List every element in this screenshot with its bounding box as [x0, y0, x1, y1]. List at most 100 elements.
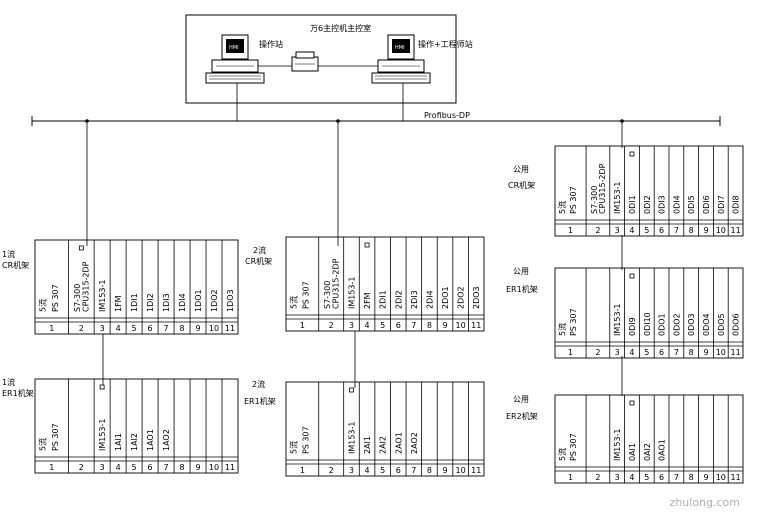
rack-frame: [34, 239, 239, 335]
module-label: 0DI10: [643, 312, 652, 336]
ps-label: 5流: [38, 438, 48, 451]
workstation-2: HMI 操作+工程师站: [371, 34, 473, 84]
slot-number: 1: [300, 466, 305, 475]
module-label: 1DO1: [194, 289, 203, 312]
slot-number: 7: [674, 348, 679, 357]
slot-number: 5: [132, 463, 137, 472]
rack-frame: [34, 378, 239, 474]
slot-number: 5: [380, 321, 385, 330]
slot-number: 3: [349, 466, 354, 475]
slot-number: 8: [180, 324, 185, 333]
slot-number: 8: [427, 321, 432, 330]
hmi-label-1: HMI: [229, 45, 239, 51]
keyboard-1: [205, 72, 265, 84]
rack-frame: [554, 394, 744, 484]
slot-number: 5: [644, 473, 649, 482]
module-label: 2AI1: [363, 436, 372, 454]
ps-label: 5流: [557, 323, 567, 336]
slot-number: 10: [716, 226, 726, 235]
module-label: 0DI5: [687, 195, 696, 214]
module-label: 0DI6: [702, 195, 711, 214]
slot-number: 9: [442, 466, 447, 475]
rack-title-line2: ER1机架: [2, 388, 34, 398]
slot-number: 6: [659, 473, 664, 482]
profibus-connector: [364, 242, 370, 248]
module-label: 1AI1: [114, 433, 123, 451]
module-label: 2DI2: [394, 290, 403, 309]
slot-number: 1: [49, 324, 54, 333]
control-room: 万6主控机主控室 HMI 操作站 HMI: [185, 14, 473, 121]
module-label: 0DO3: [687, 313, 696, 336]
slot-number: 8: [689, 473, 694, 482]
slot-number: 11: [471, 321, 481, 330]
keyboard-2: [371, 72, 431, 84]
control-room-title: 万6主控机主控室: [310, 23, 371, 33]
slot-number: 10: [456, 321, 466, 330]
ps-label: 5流: [38, 299, 48, 312]
ps-label: PS 307: [301, 426, 310, 454]
module-label: 2FM: [363, 292, 372, 309]
slot-number: 8: [689, 348, 694, 357]
slot-number: 5: [644, 348, 649, 357]
monitor-1-screen: [226, 39, 244, 53]
slot-number: 11: [731, 348, 741, 357]
watermark: zhulong.com: [669, 496, 740, 509]
ps-label: PS 307: [569, 186, 578, 214]
ps-label: PS 307: [301, 281, 310, 309]
slot-number: 5: [132, 324, 137, 333]
rack-title-line2: ER2机架: [506, 411, 538, 421]
slot-number: 7: [411, 321, 416, 330]
module-label: 2DO2: [457, 286, 466, 309]
slot-number: 7: [164, 324, 169, 333]
module-label: 0DI4: [672, 195, 681, 214]
slot-number: 4: [116, 463, 121, 472]
rack-frame: [554, 145, 744, 237]
rack-title-line2: CR机架: [245, 256, 272, 266]
module-label: 0DO4: [702, 313, 711, 336]
slot-number: 8: [427, 466, 432, 475]
slot-number: 2: [329, 466, 334, 475]
ps-label: PS 307: [569, 433, 578, 461]
control-room-frame: [185, 14, 457, 104]
module-label: 0DI1: [628, 195, 637, 214]
module-label: 1DI3: [162, 293, 171, 312]
profibus-connector: [629, 273, 635, 279]
module-label: CPU315-2DP: [82, 261, 91, 312]
rack-title-line1: 2流: [253, 245, 266, 255]
module-label: 0DO1: [658, 313, 667, 336]
slot-number: 7: [674, 226, 679, 235]
module-label: 1DI1: [130, 293, 139, 312]
module-label: S7-300: [590, 186, 599, 214]
slot-number: 1: [49, 463, 54, 472]
slot-number: 1: [568, 226, 573, 235]
module-label: 0DI3: [658, 195, 667, 214]
module-label: S7-300: [73, 284, 82, 312]
module-label: IM153-1: [613, 303, 622, 336]
slot-number: 4: [629, 226, 634, 235]
profibus-bus: Profibus-DP: [31, 111, 721, 126]
module-label: IM153-1: [347, 276, 356, 309]
slot-number: 6: [396, 466, 401, 475]
module-label: IM153-1: [347, 421, 356, 454]
slot-number: 7: [674, 473, 679, 482]
module-label: 1DI2: [146, 293, 155, 312]
slot-number: 11: [731, 226, 741, 235]
module-label: 2AO1: [394, 432, 403, 454]
rack-frame: [285, 381, 485, 477]
module-label: 1DI4: [178, 293, 187, 312]
module-label: 1DO3: [226, 289, 235, 312]
module-label: 1AI2: [130, 433, 139, 451]
rack-titles: 1流 CR机架 1流 ER1机架 2流 CR机架 2流 ER1机架 公用 CR机…: [2, 165, 538, 421]
workstation-1: HMI 操作站: [205, 34, 283, 84]
slot-number: 4: [629, 473, 634, 482]
module-label: CPU315-2DP: [331, 258, 340, 309]
slot-number: 3: [615, 226, 620, 235]
module-label: 2DO3: [472, 286, 481, 309]
profibus-connector: [349, 387, 354, 393]
